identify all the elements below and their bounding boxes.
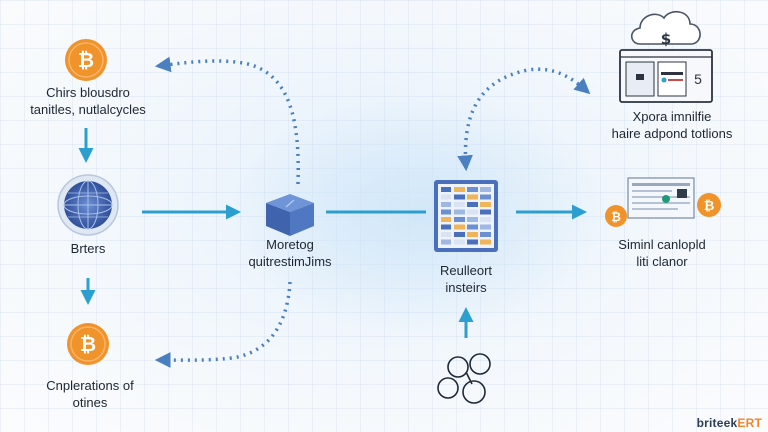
panel-cell <box>441 202 451 207</box>
panel-cell <box>441 217 451 222</box>
svg-text:₿: ₿ <box>80 332 96 356</box>
node-label-center-right: Reulleort insteirs <box>416 262 516 296</box>
svg-text:₿: ₿ <box>611 210 621 224</box>
bitcoin-coin-small-right-icon: ₿ <box>697 193 721 217</box>
node-label-bottom-left: Cnplerations of otines <box>16 377 164 411</box>
globe-network-icon <box>57 174 119 236</box>
panel-cell <box>454 239 465 245</box>
brand-watermark: briteekERT <box>697 416 762 430</box>
panel-cell <box>454 217 465 222</box>
node-label-top-left: Chirs blousdro tanitles, nutlalcycles <box>14 84 162 118</box>
panel-cell <box>441 232 451 237</box>
panel-cell <box>441 187 451 192</box>
panel-cell <box>454 232 465 237</box>
bitcoin-coin-icon-bottom: ₿ <box>67 323 109 365</box>
svg-text:$: $ <box>661 30 671 48</box>
node-label-top-right: Xpora imnilfie haire adpond totlions <box>596 108 748 142</box>
node-label-center-right-line1: Reulleort <box>439 263 493 278</box>
node-label-mid-right-line2: liti clanor <box>636 254 688 269</box>
panel-cell <box>467 209 478 215</box>
panel-cell <box>467 187 478 192</box>
panel-cell <box>454 209 465 215</box>
panel-cell <box>467 224 478 230</box>
panel-cell <box>480 232 491 237</box>
panel-cell <box>441 224 451 230</box>
node-label-bottom-left-line2: otines <box>72 395 108 410</box>
panel-cell <box>467 217 478 222</box>
bitcoin-coin-icon: ₿ <box>65 39 107 81</box>
panel-cell <box>467 232 478 237</box>
svg-text:₿: ₿ <box>704 199 715 214</box>
node-label-mid-right: Siminl canlopld liti clanor <box>600 236 724 270</box>
node-label-center: Moretog quitrestimJims <box>230 236 350 270</box>
cloud-dollar-icon: $ <box>630 11 701 48</box>
panel-cell <box>467 239 478 245</box>
cube-icon <box>266 194 314 236</box>
panel-cell <box>480 239 491 245</box>
panel-cell <box>441 194 451 200</box>
node-label-mid-left-line1: Brters <box>70 241 106 256</box>
node-label-center-line1: Moretog <box>266 237 314 252</box>
node-label-mid-right-line1: Siminl canlopld <box>618 237 706 252</box>
panel-cell <box>441 209 451 215</box>
svg-text:₿: ₿ <box>78 48 94 72</box>
svg-text:5: 5 <box>694 71 702 87</box>
node-label-center-right-line2: insteirs <box>445 280 487 295</box>
node-label-top-right-line2: haire adpond totlions <box>611 126 733 141</box>
panel-cell <box>480 217 491 222</box>
node-label-bottom-left-line1: Cnplerations of <box>46 378 134 393</box>
panel-cell <box>454 187 465 192</box>
node-label-top-left-line1: Chirs blousdro <box>46 85 130 100</box>
network-nodes-icon <box>437 353 491 404</box>
node-label-top-right-line1: Xpora imnilfie <box>632 109 712 124</box>
bitcoin-coin-small-left-icon: ₿ <box>605 205 627 227</box>
dashboard-panel-icon <box>434 180 498 252</box>
panel-cell <box>480 187 491 192</box>
panel-cell <box>454 194 465 200</box>
dashed-arrow-bottom-left <box>154 281 292 368</box>
exchange-dashboard-icon <box>627 177 695 219</box>
node-label-mid-left: Brters <box>40 240 136 257</box>
panel-cell <box>480 224 491 230</box>
browser-window-icon: 5 <box>619 49 713 103</box>
panel-cell <box>441 239 451 245</box>
node-label-top-left-line2: tanitles, nutlalcycles <box>30 102 146 117</box>
panel-cell <box>480 194 491 200</box>
panel-cell <box>454 202 465 207</box>
brand-main-text: briteek <box>696 416 738 430</box>
panel-cell <box>454 224 465 230</box>
panel-cell <box>467 202 478 207</box>
panel-cell <box>480 209 491 215</box>
panel-cell <box>480 202 491 207</box>
node-label-center-line2: quitrestimJims <box>248 254 332 269</box>
brand-accent-text: ERT <box>737 416 762 430</box>
panel-cell <box>467 194 478 200</box>
